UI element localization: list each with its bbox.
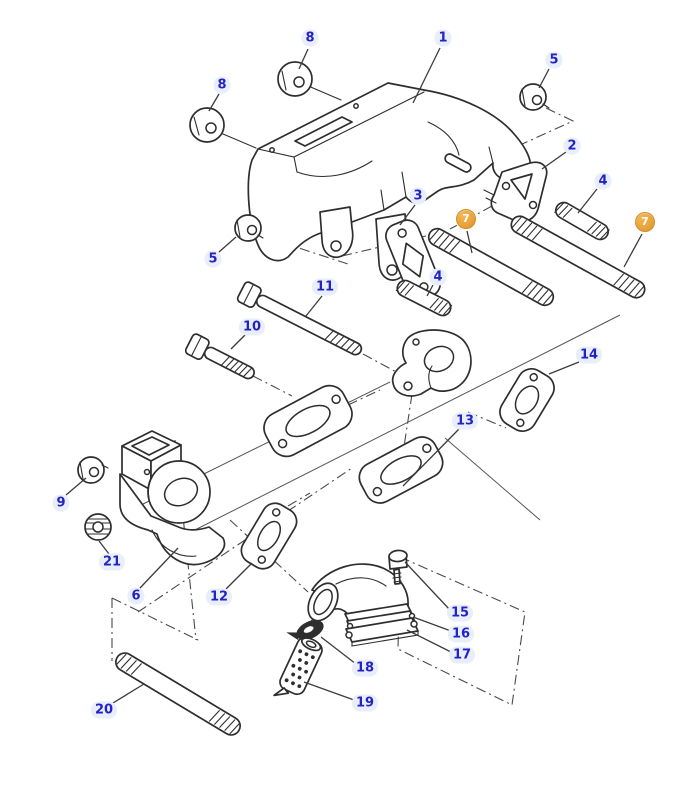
part-gasket	[358, 436, 444, 504]
part-bolt	[184, 333, 255, 380]
part-grommet	[277, 61, 313, 97]
callout-5[interactable]: 5	[204, 250, 222, 268]
part-lower-manifold	[119, 430, 226, 566]
leader-line-17	[406, 629, 452, 653]
leader-line-3	[399, 204, 416, 226]
callout-6[interactable]: 6	[127, 587, 145, 605]
leader-line-12	[225, 562, 253, 590]
callout-8[interactable]: 8	[301, 29, 319, 47]
callout-1[interactable]: 1	[434, 29, 452, 47]
part-bolt-small	[388, 549, 408, 585]
callout-4[interactable]: 4	[594, 172, 612, 190]
leader-line-20	[112, 683, 145, 704]
leader-line-18	[320, 636, 357, 665]
part-stud-long	[115, 652, 241, 736]
part-olive	[286, 620, 324, 641]
callout-leader-lines	[65, 47, 643, 704]
leader-line-4	[577, 188, 598, 214]
leader-line-4	[426, 284, 434, 297]
part-nut	[519, 83, 550, 111]
leader-line-5	[218, 236, 237, 253]
callout-17[interactable]: 17	[448, 646, 476, 664]
leader-line-6	[139, 547, 179, 589]
parts-artwork	[77, 61, 646, 736]
part-stud-short	[554, 201, 610, 241]
callout-7-highlighted[interactable]: 7	[635, 212, 655, 232]
part-upper-manifold	[247, 82, 532, 281]
part-stud-long	[510, 215, 646, 299]
part-gasket	[499, 368, 555, 432]
part-gasket	[385, 219, 441, 301]
leader-line-11	[305, 295, 323, 317]
part-elbow-flange	[345, 617, 419, 647]
callout-18[interactable]: 18	[351, 659, 379, 677]
callout-3[interactable]: 3	[409, 187, 427, 205]
leader-line-10	[230, 333, 247, 350]
leader-line-2	[541, 151, 567, 170]
part-nut	[234, 214, 264, 242]
part-stud-long	[427, 227, 555, 307]
leader-line-5	[538, 68, 550, 89]
callout-9[interactable]: 9	[52, 494, 70, 512]
part-screen	[273, 636, 323, 697]
leader-line-8	[208, 93, 220, 112]
callout-14[interactable]: 14	[575, 346, 603, 364]
callout-12[interactable]: 12	[205, 588, 233, 606]
callout-20[interactable]: 20	[90, 701, 118, 719]
part-nut	[77, 456, 109, 484]
callout-10[interactable]: 10	[238, 318, 266, 336]
callout-2[interactable]: 2	[563, 137, 581, 155]
leader-line-16	[412, 616, 452, 632]
leader-line-21	[98, 540, 110, 555]
callout-21[interactable]: 21	[98, 553, 126, 571]
leader-line-1	[412, 47, 441, 104]
leader-line-19	[303, 681, 355, 701]
leader-line-13	[402, 428, 460, 487]
part-riser-flange	[391, 329, 472, 397]
callout-11[interactable]: 11	[311, 278, 339, 296]
callout-8[interactable]: 8	[213, 76, 231, 94]
part-bracket	[483, 161, 548, 223]
leader-line-7	[466, 230, 473, 254]
callout-7-highlighted[interactable]: 7	[456, 209, 476, 229]
part-plug	[84, 513, 112, 541]
callout-13[interactable]: 13	[451, 412, 479, 430]
callout-19[interactable]: 19	[351, 694, 379, 712]
leader-line-14	[548, 361, 580, 375]
leader-line-7	[623, 233, 643, 268]
callout-5[interactable]: 5	[545, 51, 563, 69]
callout-4[interactable]: 4	[429, 268, 447, 286]
leader-line-8	[298, 48, 309, 70]
part-stud-short	[395, 279, 453, 317]
part-bolt	[236, 281, 363, 356]
part-gasket	[240, 502, 298, 570]
leader-line-15	[404, 561, 451, 611]
part-gasket	[263, 384, 353, 458]
leader-line-9	[65, 477, 87, 496]
part-elbow	[307, 563, 414, 627]
callout-16[interactable]: 16	[447, 625, 475, 643]
part-grommet	[189, 107, 225, 143]
callout-15[interactable]: 15	[446, 604, 474, 622]
